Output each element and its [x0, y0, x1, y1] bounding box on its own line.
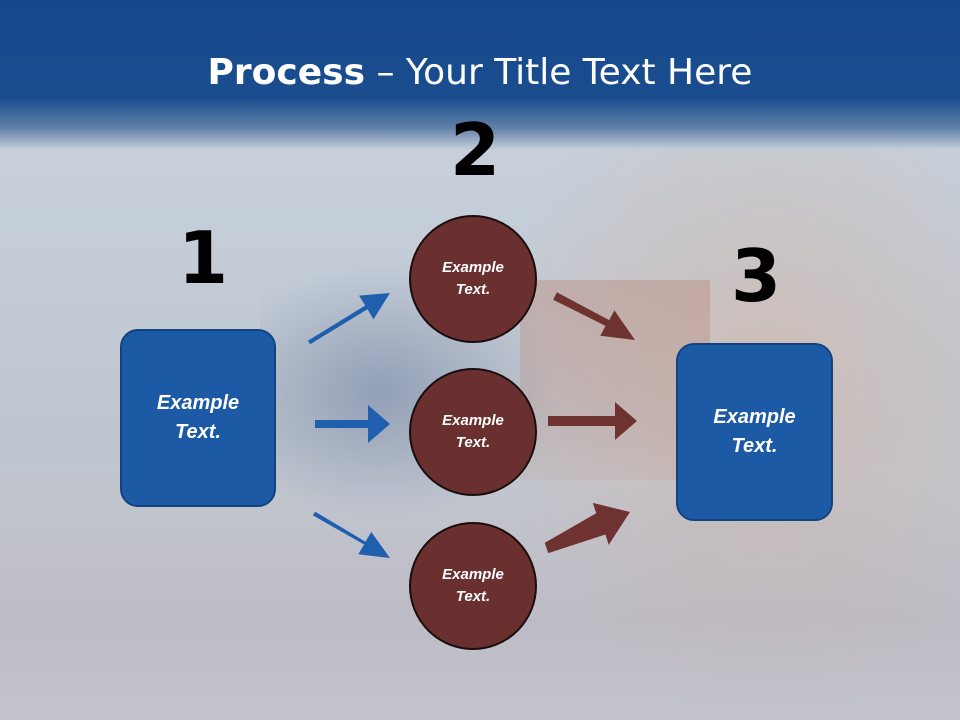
slide-title: Process – Your Title Text Here	[0, 52, 960, 93]
arrow-middle-to-3	[548, 402, 637, 440]
title-banner	[0, 0, 960, 150]
arrow-1-to-middle	[315, 405, 390, 443]
step-2-circle-bottom-text: Example Text.	[442, 565, 504, 606]
step-1-box: Example Text.	[120, 329, 276, 507]
step-2-circle-top-text: Example Text.	[442, 258, 504, 299]
arrow-1-to-bottom	[312, 511, 390, 558]
step-2-circle-middle: Example Text.	[409, 368, 537, 496]
step-number-2: 2	[450, 108, 501, 192]
step-1-text: Example Text.	[156, 392, 240, 443]
arrow-top-to-3	[553, 292, 635, 340]
title-bold: Process	[207, 52, 366, 93]
arrow-bottom-to-3	[544, 502, 630, 554]
step-2-circle-top: Example Text.	[409, 215, 537, 343]
title-rest: – Your Title Text Here	[365, 52, 753, 93]
arrow-1-to-top	[307, 293, 390, 345]
step-number-3: 3	[731, 234, 782, 318]
step-2-circle-bottom: Example Text.	[409, 522, 537, 650]
step-number-1: 1	[178, 216, 229, 300]
step-2-circle-middle-text: Example Text.	[442, 411, 504, 452]
step-3-box: Example Text.	[676, 343, 833, 521]
step-3-text: Example Text.	[713, 406, 796, 457]
